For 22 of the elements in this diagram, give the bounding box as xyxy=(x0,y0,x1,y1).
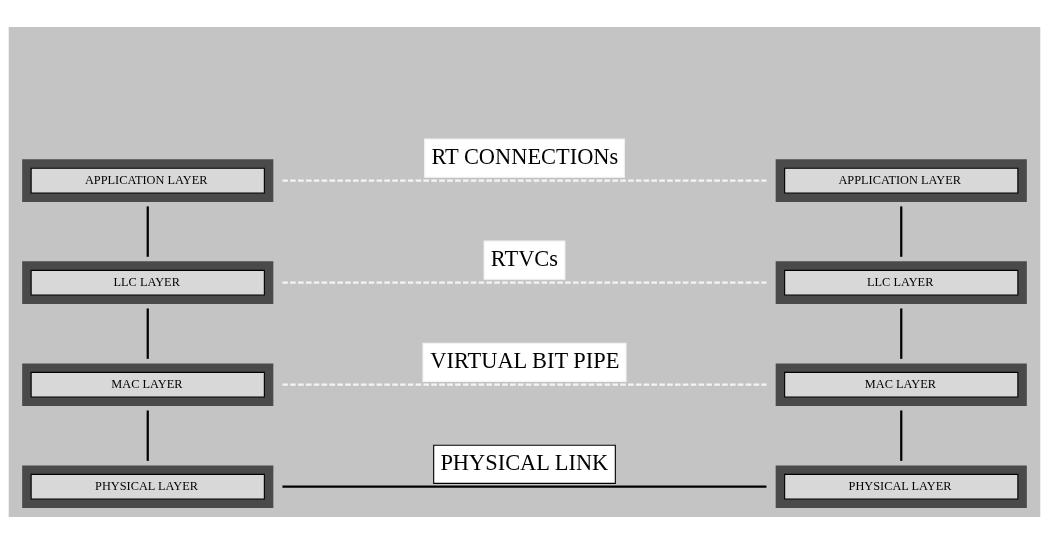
node-box: LLC LAYER xyxy=(775,260,1027,304)
node-box: PHYSICAL LAYER xyxy=(775,464,1027,508)
connector xyxy=(146,205,149,257)
node-box: MAC LAYER xyxy=(22,362,274,406)
connector xyxy=(900,410,903,461)
edge-label: RTVCs xyxy=(490,245,558,271)
edge-label: VIRTUAL BIT PIPE xyxy=(430,347,620,373)
connector xyxy=(282,179,767,182)
edge-label: PHYSICAL LINK xyxy=(440,449,609,475)
connector xyxy=(282,383,767,386)
node-box: APPLICATION LAYER xyxy=(775,158,1027,202)
connector xyxy=(282,485,767,488)
node-box: PHYSICAL LAYER xyxy=(22,464,274,508)
connector xyxy=(146,410,149,461)
connector xyxy=(282,281,767,284)
connector xyxy=(900,205,903,257)
connector xyxy=(900,307,903,359)
node-box: LLC LAYER xyxy=(22,260,274,304)
node-box: MAC LAYER xyxy=(775,362,1027,406)
node-box: APPLICATION LAYER xyxy=(22,158,274,202)
connector xyxy=(146,307,149,359)
edge-label: RT CONNECTIONs xyxy=(431,143,619,169)
